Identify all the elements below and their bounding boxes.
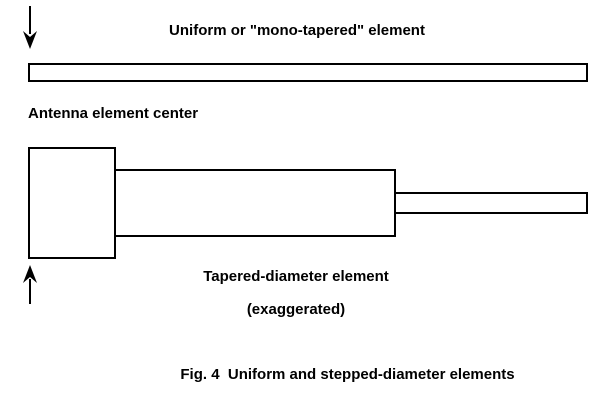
figure-caption: Fig. 4 Uniform and stepped-diameter elem… <box>180 366 515 383</box>
up-arrow-icon <box>23 265 37 304</box>
uniform-element-label: Uniform or "mono-tapered" element <box>169 22 425 39</box>
down-arrow-icon <box>23 6 37 49</box>
tapered-section-medium-rect <box>114 169 396 237</box>
tapered-section-small-rect <box>394 192 588 214</box>
tapered-element-sublabel: (exaggerated) <box>246 301 346 318</box>
uniform-element-rect <box>28 63 588 82</box>
tapered-element-label: Tapered-diameter element <box>203 268 389 285</box>
antenna-center-label: Antenna element center <box>28 105 199 122</box>
tapered-section-large-rect <box>28 147 116 259</box>
